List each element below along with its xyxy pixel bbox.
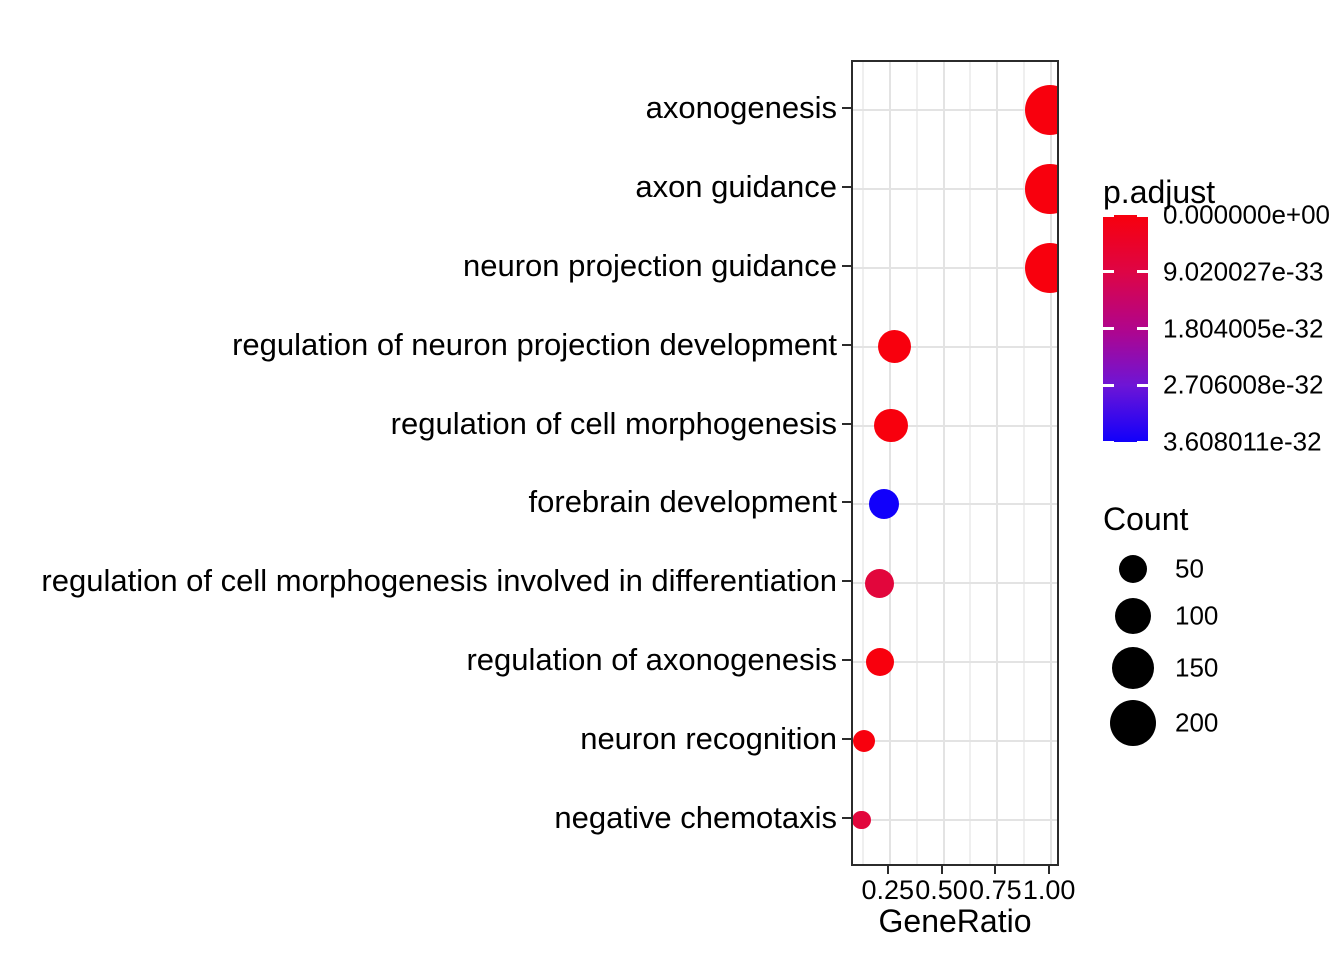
y-axis-category-label: axon guidance [635,168,837,204]
gridline-major-horizontal [853,345,1057,348]
count-legend-dot [1109,699,1157,747]
y-axis-tick [842,580,851,583]
gridline-major-horizontal [853,266,1057,269]
padjust-bar-tick [1103,440,1114,444]
y-axis-category-label: regulation of neuron projection developm… [232,326,837,362]
padjust-bar-tick [1137,440,1148,444]
plot-panel [851,60,1059,866]
x-axis-tick [1048,866,1051,874]
y-axis-tick [842,185,851,188]
data-point-dot [873,408,908,443]
count-legend-title: Count [1103,501,1189,537]
x-axis-tick-label: 0.75 [969,875,1022,905]
padjust-bar-tick [1103,327,1114,330]
gridline-major-horizontal [853,424,1057,427]
y-axis-category-label: regulation of cell morphogenesis involve… [41,563,837,599]
gridline-major-horizontal [853,503,1057,506]
data-point-dot [1024,84,1057,136]
y-axis-category-label: neuron projection guidance [463,247,837,283]
gridline-minor-vertical [915,62,918,864]
y-axis-tick [842,817,851,819]
y-axis-tick [842,659,851,662]
x-axis-tick [994,866,997,874]
y-axis-tick [842,422,851,425]
y-axis-tick [842,738,851,741]
gridline-minor-vertical [1023,62,1026,864]
padjust-legend-value: 9.020027e-33 [1163,256,1324,287]
padjust-bar-tick [1137,270,1148,274]
x-axis-title: GeneRatio [878,903,1032,939]
padjust-bar-tick [1137,327,1148,330]
gridline-major-horizontal [853,740,1057,743]
data-point-dot [853,810,872,830]
data-point-dot [1024,242,1057,293]
x-axis-tick-label: 1.00 [1022,875,1076,905]
gridline-major-horizontal [853,661,1057,664]
x-axis-tick [940,866,943,874]
data-point-dot [868,489,899,520]
data-point-dot [878,330,912,364]
gridline-major-vertical [996,62,999,864]
gridline-major-horizontal [853,819,1057,821]
padjust-bar-tick [1103,213,1114,217]
count-legend-value: 150 [1175,652,1219,683]
padjust-bar-tick [1103,383,1114,387]
y-axis-tick [842,264,851,267]
padjust-legend-value: 2.706008e-32 [1163,369,1324,400]
count-legend-dot [1118,554,1148,584]
gridline-major-horizontal [853,187,1057,190]
y-axis-category-label: axonogenesis [645,90,837,125]
gridline-minor-vertical [969,62,972,864]
x-axis-tick-label: 0.25 [861,875,915,905]
gridline-major-horizontal [853,109,1057,111]
padjust-bar-tick [1137,383,1148,387]
y-axis-tick [842,343,851,346]
gridline-major-horizontal [853,582,1057,585]
data-point-dot [853,730,876,753]
count-legend-dot [1115,598,1151,634]
padjust-legend-title: p.adjust [1103,174,1216,210]
x-axis-tick [886,866,889,874]
count-legend-value: 100 [1175,600,1219,631]
y-axis-category-label: neuron recognition [580,721,837,757]
data-point-dot [1025,164,1057,214]
padjust-legend-value: 3.608011e-32 [1163,426,1322,457]
padjust-bar-tick [1103,270,1114,274]
count-legend-value: 50 [1175,553,1204,584]
y-axis-category-label: forebrain development [528,484,837,520]
gridline-major-vertical [942,62,945,864]
y-axis-tick [842,107,851,109]
count-legend-value: 200 [1175,707,1219,738]
y-axis-category-label: negative chemotaxis [554,800,837,835]
gridline-major-vertical [1050,62,1053,864]
count-legend-dot [1112,647,1154,689]
y-axis-category-label: regulation of axonogenesis [466,642,837,678]
y-axis-tick [842,501,851,504]
y-axis-category-label: regulation of cell morphogenesis [390,405,837,441]
x-axis-tick-label: 0.50 [915,875,968,905]
data-point-dot [865,568,895,598]
gridline-major-vertical [888,62,891,864]
padjust-bar-tick [1137,213,1148,217]
data-point-dot [865,648,895,677]
padjust-legend-value: 0.000000e+00 [1163,199,1331,230]
padjust-legend-value: 1.804005e-32 [1163,313,1324,343]
gridline-minor-vertical [861,62,864,864]
